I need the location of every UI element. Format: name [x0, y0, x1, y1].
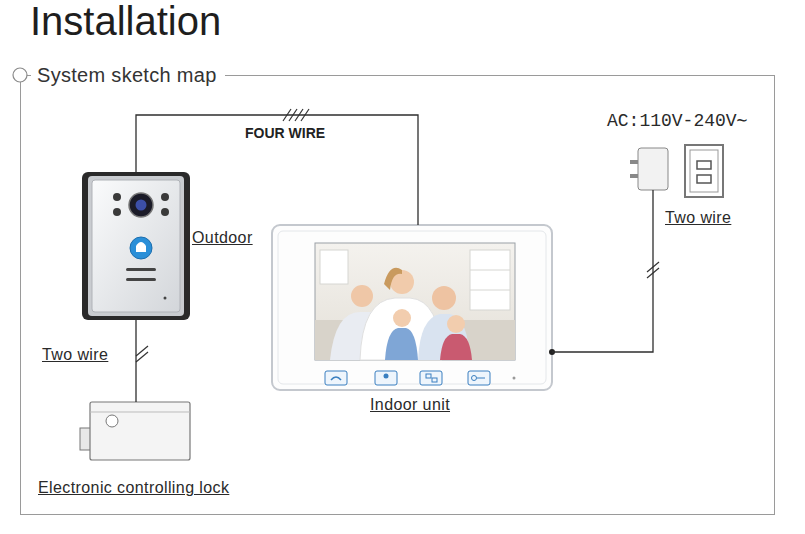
person-head — [390, 270, 414, 294]
person-hair — [384, 268, 402, 290]
outdoor-face — [92, 180, 180, 312]
wall-socket — [685, 145, 723, 197]
wire-count-mark — [647, 268, 659, 278]
rain-hood — [82, 172, 190, 320]
person-head — [432, 286, 456, 310]
camera-lens — [129, 193, 153, 217]
wire-count-mark — [136, 352, 148, 362]
wire-label: FOUR WIRE — [245, 125, 325, 141]
screen — [315, 243, 515, 360]
person — [418, 314, 470, 360]
lock-body — [90, 402, 190, 460]
screen-shelf — [470, 250, 510, 310]
button-icon — [384, 374, 389, 379]
wire-count-mark — [283, 109, 291, 121]
unit-label: Outdoor — [192, 228, 253, 248]
section-icon — [13, 68, 27, 82]
indicator-dot — [513, 377, 516, 380]
wire-count-mark — [289, 109, 297, 121]
adapter-prong — [630, 174, 638, 178]
child — [440, 334, 472, 360]
monitor-button — [375, 371, 397, 385]
page-title: Installation — [30, 0, 221, 44]
unit-label: Indoor unit — [370, 395, 450, 415]
wire-connector — [135, 320, 136, 402]
button-icon — [331, 377, 341, 380]
socket-plate — [690, 150, 718, 192]
voltage-label: AC:110V-240V∼ — [607, 110, 747, 132]
lock-bolt — [80, 428, 92, 450]
lens-glass — [136, 200, 147, 211]
wire-connector — [552, 190, 653, 352]
wire-label: Two wire — [42, 345, 108, 365]
indoor-bezel — [278, 231, 546, 384]
button-icon — [432, 378, 437, 382]
outdoor-frame — [88, 176, 184, 316]
indoor-casing — [272, 225, 552, 390]
lock-label: Electronic controlling lock — [38, 478, 229, 498]
person — [330, 312, 392, 360]
child-head — [447, 315, 465, 333]
unlock-button — [468, 371, 490, 385]
ir-led — [161, 193, 169, 201]
person — [360, 298, 442, 360]
screen-shelf — [470, 270, 510, 271]
outdoor-unit: Outdoor — [82, 172, 190, 320]
wire-label: Two wire — [665, 208, 731, 228]
button-icon — [426, 374, 431, 378]
lock-edge — [90, 412, 190, 413]
wire-connector — [136, 115, 418, 225]
speaker-slot — [126, 268, 156, 271]
socket-slot — [697, 175, 711, 183]
ir-led — [113, 208, 121, 216]
ir-led — [113, 193, 121, 201]
wire-count-mark — [136, 346, 148, 356]
person-head — [351, 285, 373, 307]
electronic-lock: Electronic controlling lock — [90, 402, 190, 460]
socket-slot — [697, 161, 711, 169]
wire-count-mark — [301, 109, 309, 121]
wire-count-mark — [647, 262, 659, 272]
menu-button — [420, 371, 442, 385]
screen-window — [320, 250, 348, 284]
button-icon — [477, 378, 485, 379]
button-icon — [472, 376, 477, 381]
section-heading: System sketch map — [31, 63, 225, 87]
ir-led — [161, 208, 169, 216]
adapter-prong — [630, 160, 638, 164]
screen-shelf — [470, 290, 510, 291]
power-adapter — [638, 148, 668, 190]
indoor-unit: Indoor unit — [272, 225, 552, 390]
speaker-slot — [126, 278, 156, 281]
call-button — [130, 237, 152, 259]
mic-hole — [164, 297, 167, 300]
power-supply: AC:110V-240V∼ — [625, 142, 727, 190]
child — [385, 328, 418, 360]
phone-button — [325, 371, 347, 385]
wire-count-mark — [295, 109, 303, 121]
section-frame: System sketch mapOutdoorIndoor unitElect… — [20, 75, 775, 515]
power-jack — [549, 349, 555, 355]
bell-icon — [136, 242, 146, 252]
screen-sofa — [315, 320, 515, 360]
lock-keyhole — [106, 415, 118, 427]
child-head — [393, 309, 411, 327]
